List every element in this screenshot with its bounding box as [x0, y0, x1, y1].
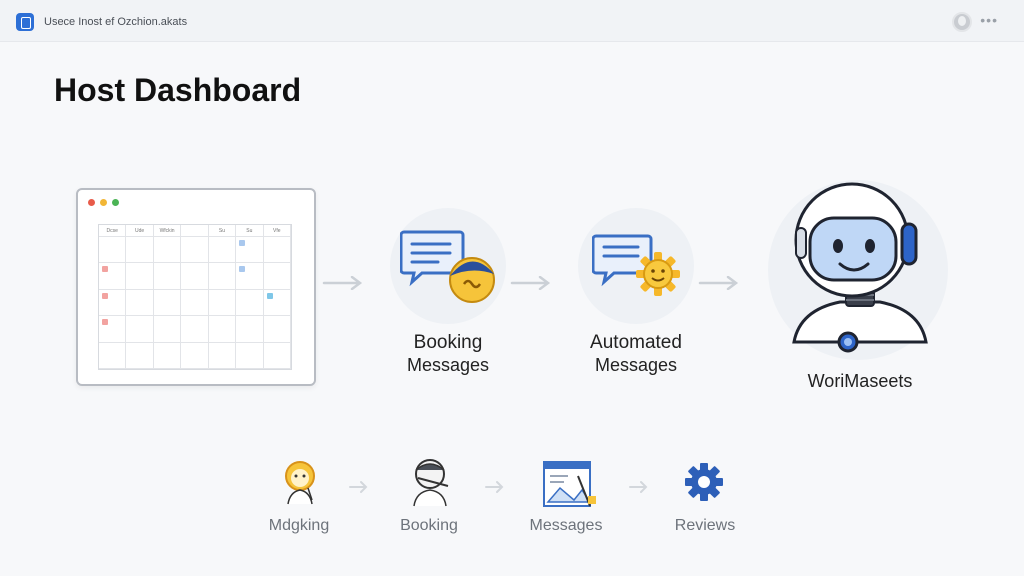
calendar-day-cell[interactable]: [263, 316, 291, 343]
calendar-day-cell[interactable]: [99, 289, 127, 317]
booking-marker: [239, 240, 246, 246]
calendar-day-cell[interactable]: [126, 342, 154, 369]
calendar-day-cell[interactable]: [181, 289, 209, 317]
traveler-icon[interactable]: [408, 456, 454, 513]
calendar-day-cell[interactable]: [181, 342, 209, 369]
robot-assistant-icon: [790, 182, 930, 367]
calendar-day-cell[interactable]: [208, 263, 237, 290]
close-dot[interactable]: [88, 199, 95, 206]
bottom-label-booking: Booking: [400, 517, 458, 534]
booking-marker: [102, 292, 108, 299]
automated-messages-line2: Messages: [594, 355, 678, 375]
calendar-day-cell[interactable]: [263, 289, 291, 317]
flow-arrow-icon: [348, 480, 370, 494]
booking-marker: [266, 292, 273, 299]
booking-messages-line2: Messages: [406, 355, 490, 375]
calendar-day-cell[interactable]: [153, 316, 182, 343]
calendar-weekday: [181, 225, 209, 237]
booking-marker: [102, 319, 108, 326]
calendar-weekday: Vfe: [263, 225, 291, 237]
bottom-label-reviews: Reviews: [674, 517, 736, 534]
flow-arrow-icon: [510, 276, 552, 290]
maximize-dot[interactable]: [112, 199, 119, 206]
bottom-label-mdgking: Mdgking: [268, 517, 330, 534]
calendar-day-cell[interactable]: [181, 316, 209, 343]
person-icon[interactable]: [280, 460, 320, 511]
app-icon[interactable]: [16, 13, 34, 31]
page-title: Host Dashboard: [54, 72, 302, 108]
automated-messages-label: Automated Messages: [566, 332, 706, 376]
calendar-day-cell[interactable]: [99, 237, 127, 264]
calendar-day-cell[interactable]: [208, 316, 237, 343]
minimize-dot[interactable]: [100, 199, 107, 206]
document-icon[interactable]: [538, 460, 598, 517]
flow-arrow-icon: [484, 480, 506, 494]
calendar-day-cell[interactable]: [126, 289, 154, 317]
calendar-day-cell[interactable]: [263, 263, 291, 290]
calendar-day-cell[interactable]: [236, 316, 264, 343]
calendar-day-cell[interactable]: [153, 263, 182, 290]
calendar-day-cell[interactable]: [153, 289, 182, 317]
calendar-day-cell[interactable]: [263, 342, 291, 369]
calendar-weekday: Ude: [126, 225, 154, 237]
flow-arrow-icon: [698, 276, 740, 290]
booking-messages-label: Booking Messages: [380, 332, 516, 376]
flow-arrow-icon: [322, 276, 364, 290]
calendar-weekday: Su: [208, 225, 237, 237]
chat-bubble-icon: [399, 230, 500, 315]
calendar-weekday: Su: [236, 225, 264, 237]
bottom-label-messages: Messages: [529, 517, 603, 534]
user-avatar[interactable]: [952, 12, 972, 32]
calendar-day-cell[interactable]: [236, 342, 264, 369]
calendar-day-cell[interactable]: [99, 342, 127, 369]
window-title: Usece Inost ef Ozchion.akats: [44, 16, 188, 28]
automated-chat-icon: [591, 234, 684, 309]
calendar-day-cell[interactable]: [236, 237, 264, 264]
booking-marker: [239, 266, 246, 273]
calendar-day-cell[interactable]: [208, 342, 237, 369]
assistant-label: WoriMaseets: [807, 371, 913, 391]
window-title-bar: Usece Inost ef Ozchion.akats •••: [0, 0, 1024, 42]
booking-messages-line1: Booking: [413, 332, 483, 353]
more-options-icon[interactable]: •••: [980, 12, 998, 28]
calendar-day-cell[interactable]: [126, 263, 154, 290]
calendar-day-cell[interactable]: [236, 289, 264, 317]
flow-arrow-icon: [628, 480, 650, 494]
window-controls: [88, 199, 119, 206]
booking-marker: [102, 266, 108, 273]
calendar-day-cell[interactable]: [126, 316, 154, 343]
calendar-day-cell[interactable]: [236, 263, 264, 290]
calendar-day-cell[interactable]: [153, 342, 182, 369]
calendar-day-cell[interactable]: [181, 263, 209, 290]
calendar-day-cell[interactable]: [99, 316, 127, 343]
calendar-day-cell[interactable]: [126, 237, 154, 264]
calendar-day-cell[interactable]: [263, 237, 291, 264]
calendar-weekday: Dcse: [99, 225, 127, 237]
calendar-day-cell[interactable]: [208, 237, 237, 264]
automated-messages-line1: Automated: [590, 332, 682, 353]
gear-icon[interactable]: [684, 462, 724, 507]
calendar-day-cell[interactable]: [181, 237, 209, 264]
calendar-day-cell[interactable]: [208, 289, 237, 317]
calendar-day-cell[interactable]: [153, 237, 182, 264]
calendar-day-cell[interactable]: [99, 263, 127, 290]
calendar-weekday: Wfckin: [153, 225, 182, 237]
